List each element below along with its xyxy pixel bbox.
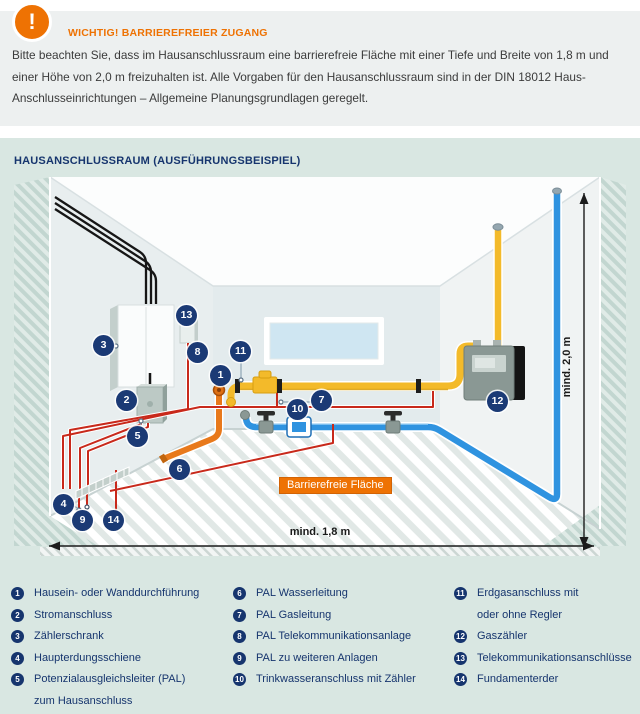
gas-regulator	[252, 376, 278, 394]
water-wall-connector	[240, 410, 250, 420]
pal-gas-wire	[62, 388, 434, 489]
legend-badge-1: 1	[11, 587, 24, 600]
diagram-badge-6: 6	[169, 459, 190, 480]
legend-label-11: Erdgasanschluss mit oder ohne Regler	[477, 587, 579, 621]
legend-badge-3: 3	[11, 630, 24, 643]
legend-label-14: Fundamenterder	[477, 673, 559, 685]
diagram-badge-5: 5	[127, 426, 148, 447]
legend-item-1: 1 Hausein- oder Wanddurchführung	[11, 583, 233, 605]
diagram-badge-8: 8	[187, 342, 208, 363]
water-valve-right	[384, 411, 402, 434]
warning-glyph: !	[28, 9, 36, 34]
telecom-box	[179, 319, 198, 344]
water-pipe	[240, 187, 562, 504]
legend-label-12: Gaszähler	[477, 630, 528, 642]
legend-label-4: Haupterdungsschiene	[34, 651, 142, 664]
left-wall-section	[14, 177, 50, 538]
diagram-badge-11: 11	[230, 341, 251, 362]
legend-badge-4: 4	[11, 651, 24, 665]
diagram-badge-2: 2	[116, 390, 137, 411]
legend-label-2: Stromanschluss	[34, 608, 113, 621]
gas-meter	[463, 340, 525, 401]
diagram-badge-4: 4	[53, 494, 74, 515]
legend-column-1: 1 Hausein- oder Wanddurchführung 2 Stroman…	[11, 583, 233, 712]
legend-badge-2: 2	[11, 608, 24, 622]
legend-badge-11: 11	[454, 587, 467, 600]
legend-item-9: 9 PAL zu weiteren Anlagen	[233, 648, 449, 670]
legend-item-11: 11 Erdgasanschluss mit oder ohne Regler	[454, 583, 638, 626]
meter-cabinet	[110, 304, 175, 391]
legend-badge-9: 9	[233, 651, 246, 665]
section-title: HAUSANSCHLUSSRAUM (AUSFÜHRUNGSBEISPIEL)	[14, 155, 301, 167]
right-wall-section	[600, 177, 626, 546]
barrier-free-area-label: Barrierefreie Fläche	[279, 477, 392, 494]
legend-item-10: 10 Trinkwasseranschluss mit Zähler	[233, 669, 449, 691]
legend-label-13: Telekommunikationsanschlüsse	[477, 651, 632, 664]
diagram-badge-14: 14	[103, 510, 124, 531]
water-valve-left	[257, 411, 275, 434]
earthing-bar	[75, 466, 130, 500]
legend-label-5: Potenzialausgleichsleiter (PAL) zum Haus…	[34, 673, 186, 707]
height-dimension-label: mind. 2,0 m	[561, 336, 573, 398]
legend-label-8: PAL Telekommunikationsanlage	[256, 630, 412, 642]
legend-item-3: 3 Zählerschrank	[11, 626, 233, 648]
legend-badge-8: 8	[233, 630, 246, 643]
notice-title: WICHTIG! BARRIEREFREIER ZUGANG	[68, 27, 268, 39]
legend-label-7: PAL Gasleitung	[256, 608, 332, 621]
slab-edge	[40, 547, 600, 556]
legend-item-4: 4 Haupterdungsschiene	[11, 648, 233, 670]
floor-corner-left	[14, 516, 98, 546]
service-conduit	[158, 383, 226, 464]
legend-badge-5: 5	[11, 673, 24, 686]
legend-item-13: 13 Telekommunikationsanschlüsse	[454, 648, 638, 670]
legend-item-14: 14 Fundamenterder	[454, 669, 638, 691]
diagram-badge-10: 10	[287, 399, 308, 420]
ceiling	[50, 177, 600, 286]
notice-box	[0, 11, 640, 126]
diagram-badge-12: 12	[487, 391, 508, 412]
notice-body: Bitte beachten Sie, dass im Hausanschlus…	[12, 48, 609, 105]
legend-item-2: 2 Stromanschluss	[11, 605, 233, 627]
diagram-badge-13: 13	[176, 305, 197, 326]
width-dimension-label: mind. 1,8 m	[289, 526, 351, 538]
legend-badge-7: 7	[233, 608, 246, 622]
window	[264, 317, 384, 365]
pal-telecom-wire	[69, 343, 189, 489]
legend-badge-12: 12	[454, 630, 467, 643]
legend-badge-10: 10	[233, 673, 246, 686]
legend-label-1: Hausein- oder Wanddurchführung	[34, 587, 200, 599]
legend-label-6: PAL Wasserleitung	[256, 587, 348, 599]
legend-item-12: 12 Gaszähler	[454, 626, 638, 648]
legend-item-6: 6 PAL Wasserleitung	[233, 583, 449, 605]
warning-icon: !	[12, 2, 52, 42]
room-shell	[14, 176, 626, 556]
legend-item-8: 8 PAL Telekommunikationsanlage	[233, 626, 449, 648]
ceiling-junction-line	[49, 176, 601, 287]
legend-label-10: Trinkwasseranschluss mit Zähler	[256, 673, 416, 685]
legend-column-3: 11 Erdgasanschluss mit oder ohne Regler 1…	[454, 583, 638, 691]
diagram-badge-9: 9	[72, 510, 93, 531]
legend-label-9: PAL zu weiteren Anlagen	[256, 651, 378, 664]
legend-badge-13: 13	[454, 651, 467, 665]
legend-item-7: 7 PAL Gasleitung	[233, 605, 449, 627]
diagram-badge-3: 3	[93, 335, 114, 356]
dimension-arrows	[49, 193, 594, 551]
diagram-badge-7: 7	[311, 390, 332, 411]
legend-badge-14: 14	[454, 673, 467, 686]
legend-label-3: Zählerschrank	[34, 630, 104, 642]
diagram-badge-1: 1	[210, 365, 231, 386]
legend-item-5: 5 Potenzialausgleichsleiter (PAL) zum Hau…	[11, 669, 233, 712]
electric-cables	[54, 196, 158, 304]
legend-badge-6: 6	[233, 587, 246, 600]
